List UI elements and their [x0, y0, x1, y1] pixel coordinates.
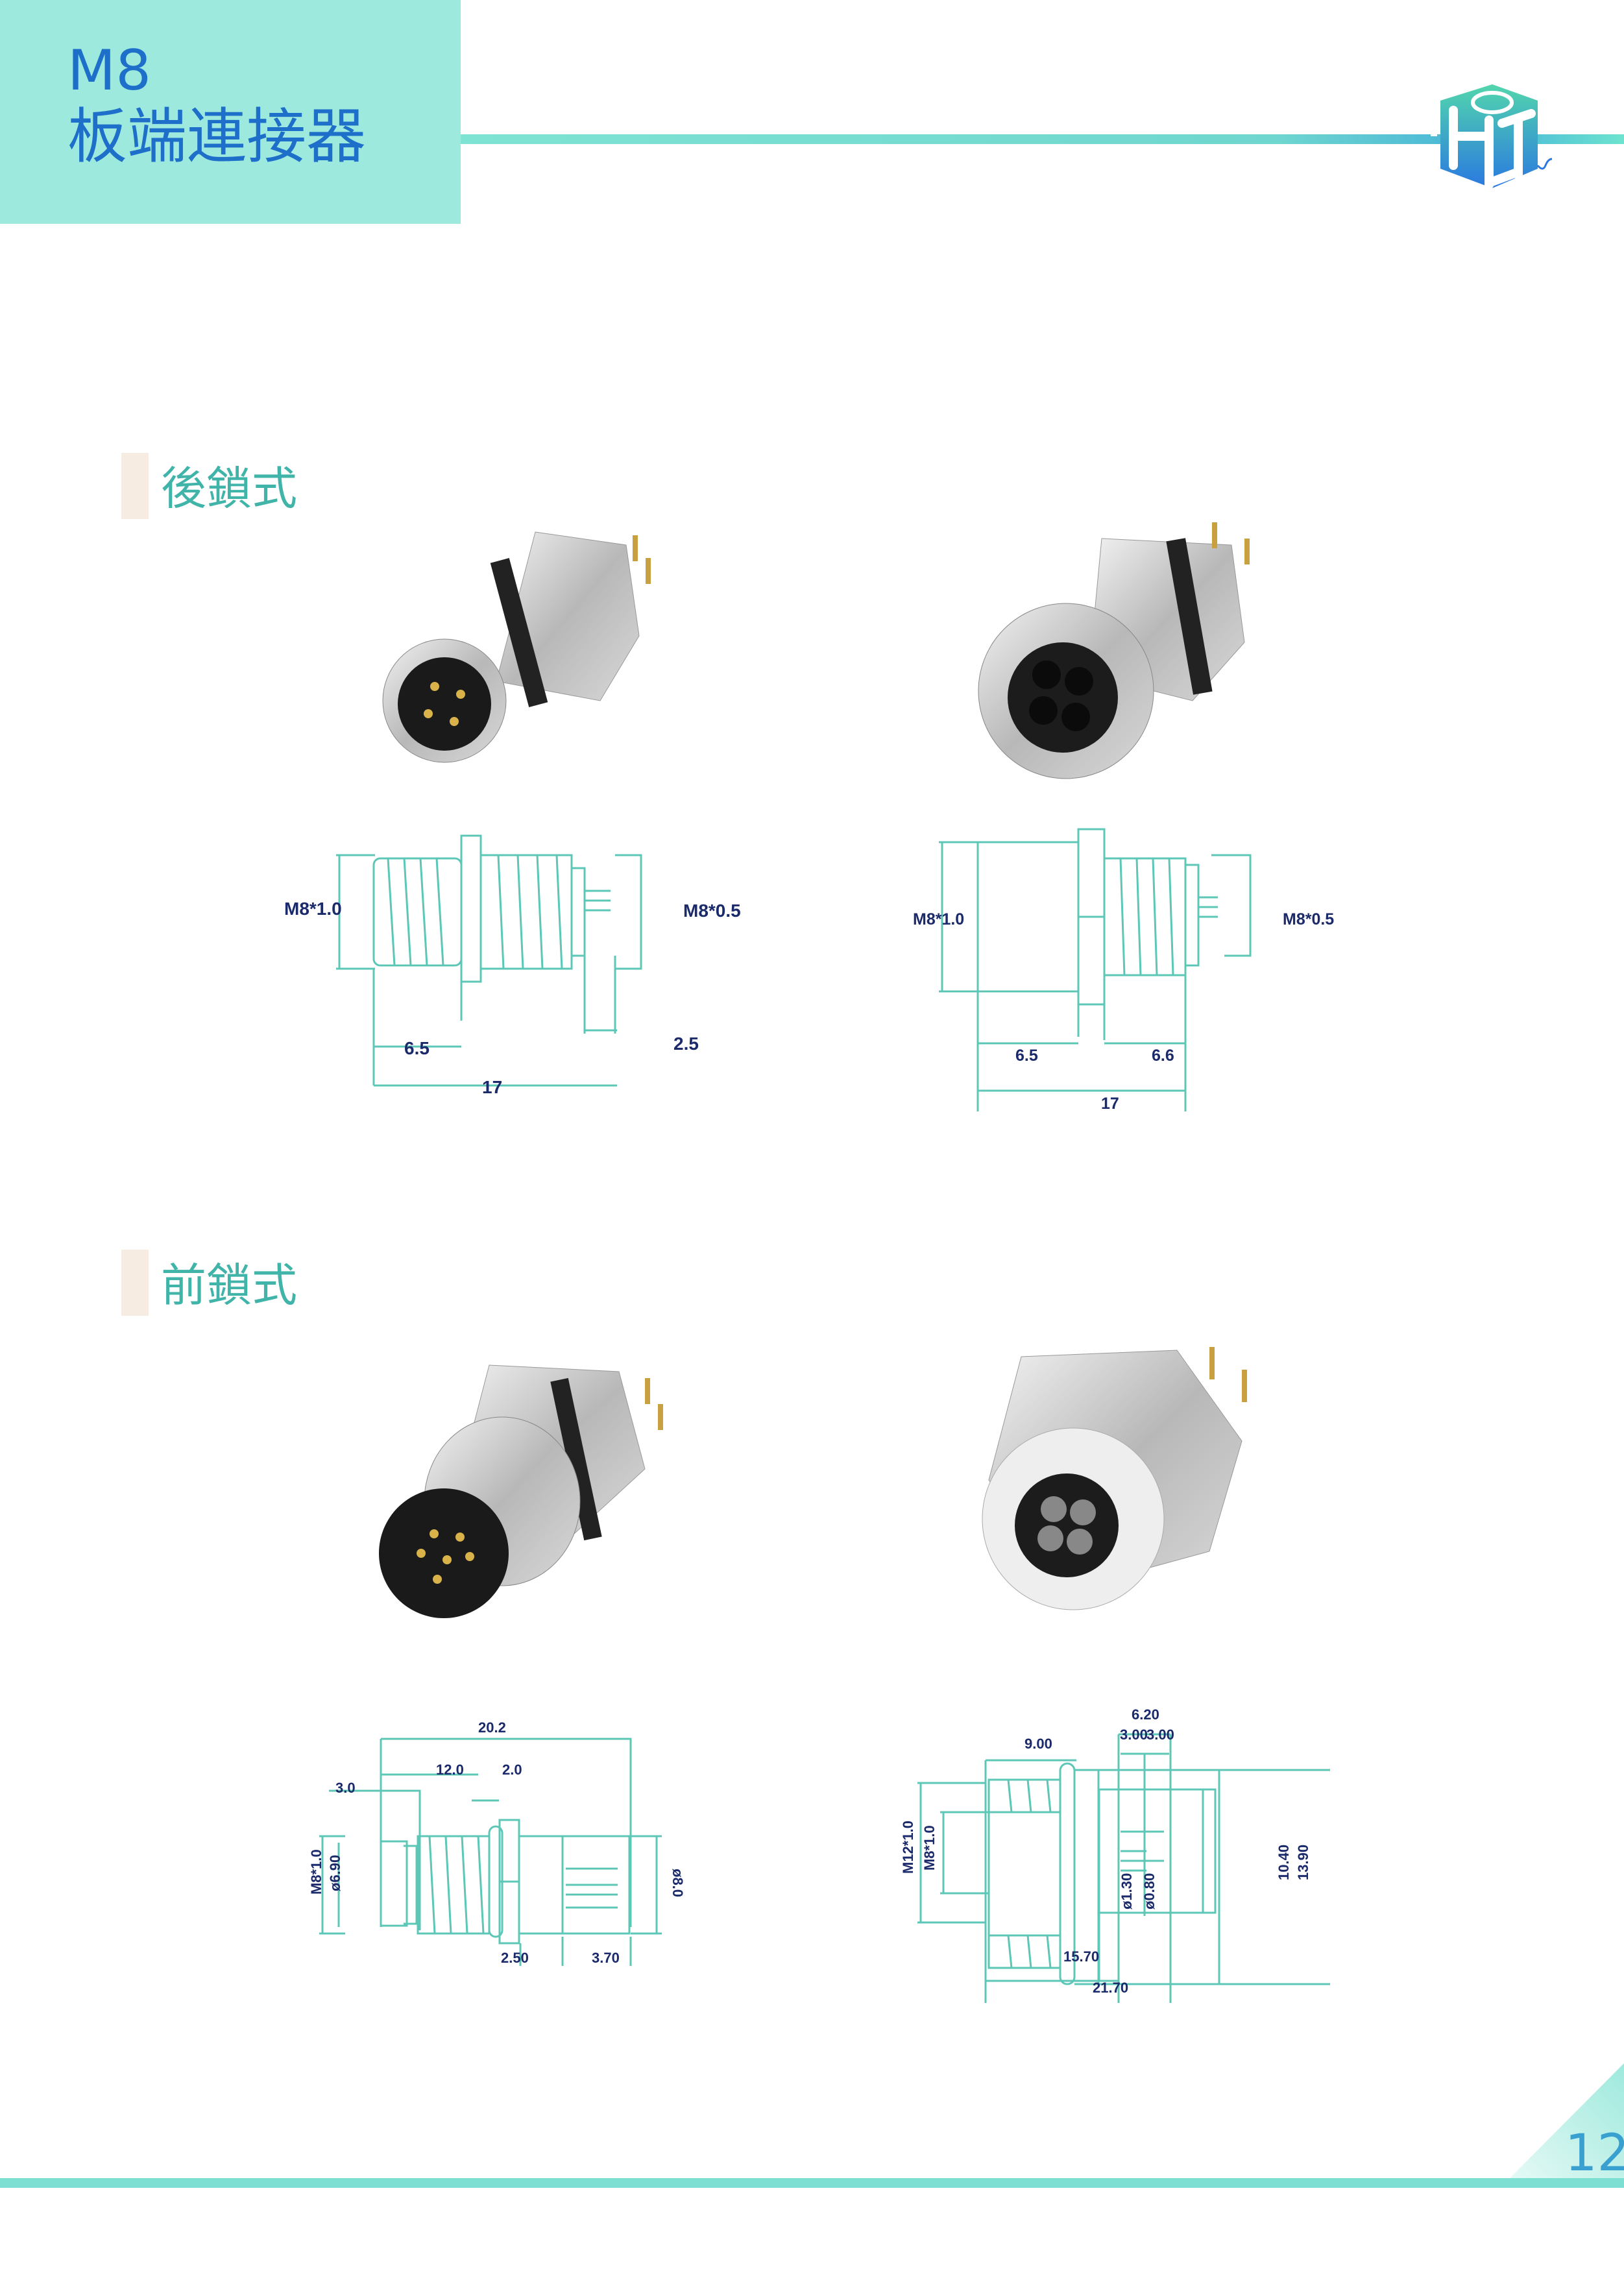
- dim-front: 3.0: [335, 1780, 356, 1796]
- dim-pins-total: 6.20: [1132, 1706, 1159, 1723]
- dim-b: 2.5: [673, 1034, 699, 1054]
- female-dimension-drawing-front: 9.00 6.20 3.00 3.00 M12*1.0 M8*1.0 ø1.30…: [900, 1706, 1330, 2003]
- section-marker: [121, 1250, 149, 1316]
- female-connector-photo-front: [982, 1347, 1247, 1610]
- female-dimension-drawing-rear: M8*1.0 M8*0.5 6.5 6.6 17: [913, 828, 1334, 1113]
- dim-d1: 2.50: [501, 1950, 529, 1966]
- model-title: M8: [67, 38, 151, 103]
- dim-d2: 3.70: [592, 1950, 620, 1966]
- dim-pin2: 3.00: [1146, 1727, 1174, 1743]
- dim-total: 17: [1101, 1095, 1119, 1113]
- dim-nut: 2.0: [502, 1762, 522, 1778]
- male-dimension-drawing-rear: M8*1.0 M8*0.5 6.5 2.5 17: [284, 834, 741, 1097]
- male-connector-photo-front: [379, 1364, 663, 1618]
- male-dimension-drawing-front: 20.2 12.0 2.0 3.0 M8*1.0 ø6.90 ø8.0 2.50…: [308, 1719, 686, 1966]
- dim-inner-thread: M8*1.0: [921, 1825, 938, 1871]
- dim-thread-len: 12.0: [436, 1762, 464, 1778]
- dim-thread-left: M8*1.0: [284, 899, 342, 919]
- dim-dia-outer: ø8.0: [670, 1869, 686, 1897]
- male-connector-photo-rear: [382, 531, 651, 763]
- page-number: 12: [1565, 2124, 1624, 2183]
- dim-thread-right: M8*0.5: [1283, 910, 1334, 928]
- dim-h2: 13.90: [1295, 1845, 1311, 1880]
- dim-pin-dia2: ø0.80: [1141, 1873, 1157, 1909]
- dim-a: 6.5: [1015, 1047, 1038, 1065]
- dim-outer-thread: M12*1.0: [900, 1821, 916, 1874]
- dim-len1: 15.70: [1063, 1948, 1099, 1965]
- hlt-logo: [1431, 84, 1553, 189]
- female-connector-photo-rear: [978, 522, 1250, 779]
- section-title-rear-lock: 後鎖式: [161, 462, 297, 515]
- section-marker: [121, 453, 149, 519]
- page-title: 板端連接器: [67, 102, 367, 171]
- dim-h1: 10.40: [1276, 1845, 1292, 1880]
- header-block: M8 板端連接器: [0, 0, 461, 224]
- dim-pin-dia1: ø1.30: [1119, 1873, 1135, 1909]
- dim-thread-right: M8*0.5: [683, 901, 741, 921]
- dim-a: 6.5: [404, 1038, 430, 1058]
- page-corner-decoration: [1505, 2063, 1624, 2183]
- dim-thread-len: 9.00: [1024, 1736, 1052, 1752]
- dim-thread-left: M8*1.0: [913, 910, 964, 928]
- dim-pin1: 3.00: [1120, 1727, 1148, 1743]
- dim-b: 6.6: [1152, 1047, 1174, 1065]
- dim-dia-inner: ø6.90: [327, 1855, 343, 1891]
- dim-total: 17: [482, 1077, 502, 1097]
- header-rule: [461, 134, 1624, 144]
- dim-len2: 21.70: [1093, 1980, 1128, 1996]
- section-title-front-lock: 前鎖式: [161, 1259, 297, 1312]
- dim-total: 20.2: [478, 1719, 506, 1736]
- footer-rule: [0, 2178, 1624, 2188]
- dim-thread: M8*1.0: [308, 1849, 324, 1895]
